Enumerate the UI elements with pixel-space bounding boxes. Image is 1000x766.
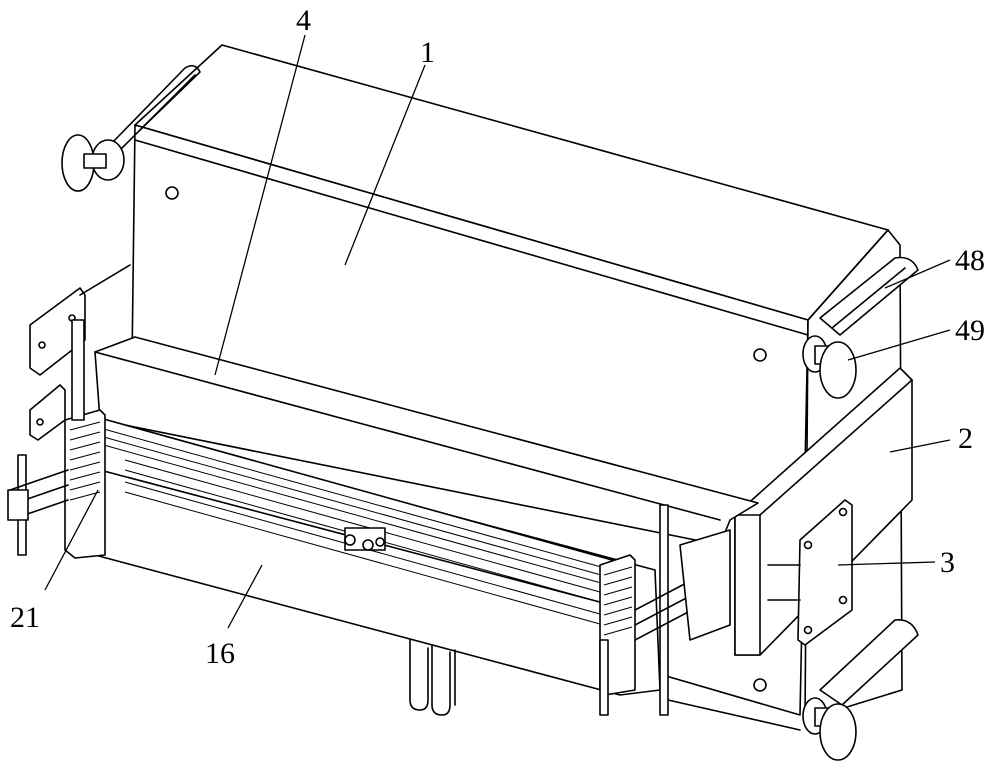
knob-top-left (62, 135, 124, 191)
label-1: 1 (420, 36, 435, 69)
label-4: 4 (296, 4, 311, 37)
label-48: 48 (955, 244, 985, 277)
label-2: 2 (958, 422, 973, 455)
label-49: 49 (955, 314, 985, 347)
label-3: 3 (940, 546, 955, 579)
label-21: 21 (10, 601, 40, 634)
bottom-legs (410, 640, 455, 715)
label-16: 16 (205, 637, 235, 670)
slider-block (345, 528, 385, 550)
